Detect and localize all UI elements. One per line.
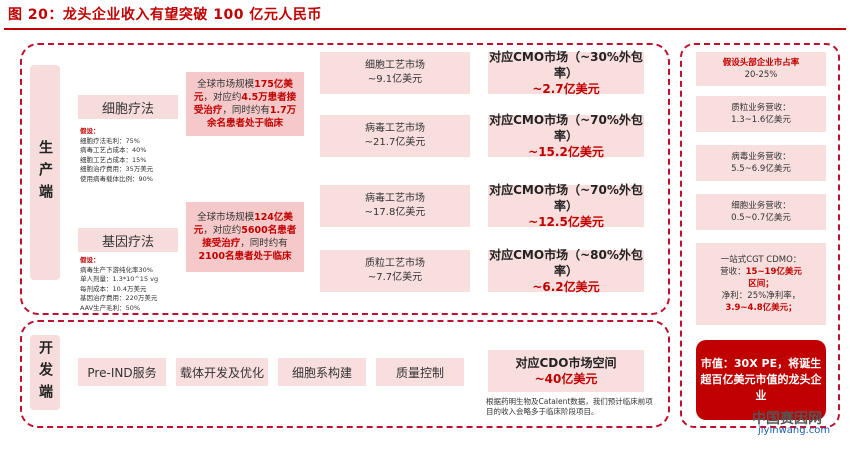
- scale-text: ，对应约: [203, 92, 242, 103]
- watermark-logo: 中国赛因网: [752, 411, 822, 427]
- market-name: 质粒工艺市场: [365, 258, 425, 269]
- scale-highlight: 5600名患者接受治疗: [202, 225, 297, 249]
- cell-therapy-label: 细胞疗法: [78, 95, 178, 119]
- cell-assumptions-heading: 假设：: [80, 127, 100, 135]
- cmo-box: 对应CMO市场（~70%外包率） ~15.2亿美元: [488, 113, 644, 159]
- gene-therapy-label: 基因疗法: [78, 228, 178, 252]
- cgt-line: 3.9~4.8亿美元；: [725, 303, 797, 313]
- cmo-value: ~12.5亿美元: [528, 215, 604, 229]
- dev-service-box: 载体开发及优化: [176, 358, 268, 386]
- dev-service-box: Pre-IND服务: [78, 358, 166, 386]
- cmo-name: 对应CMO市场（~30%外包率）: [489, 50, 643, 80]
- cgt-line: 一站式CGT CDMO：: [720, 255, 802, 265]
- market-name: 病毒工艺市场: [365, 193, 425, 204]
- market-value: ~7.7亿美元: [367, 272, 423, 283]
- revenue-label: 质粒业务营收：: [731, 103, 791, 113]
- scale-text: ，同时约有: [240, 238, 288, 249]
- revenue-column: [680, 43, 840, 428]
- scale-highlight: 175亿美元: [193, 79, 293, 103]
- market-cap-box: 市值：30X PE，将诞生超百亿美元市值的龙头企业: [696, 340, 826, 420]
- cell-revenue-box: 细胞业务营收： 0.5~0.7亿美元: [696, 194, 826, 230]
- share-line: 假设头部企业市占率: [722, 58, 800, 68]
- cell-assumption-line: 细胞疗法毛利：75%: [80, 136, 140, 145]
- cell-assumption-line: 病毒工艺占成本：40%: [80, 146, 147, 154]
- scale-text: ，同时约有: [222, 105, 270, 116]
- scale-highlight: 2100名患者处于临床: [198, 251, 292, 262]
- market-box: 病毒工艺市场 ~21.7亿美元: [320, 115, 470, 157]
- cell-assumption-line: 使用病毒载体比例：90%: [80, 174, 153, 183]
- cmo-value: ~15.2亿美元: [528, 145, 604, 159]
- virus-revenue-box: 病毒业务营收： 5.5~6.9亿美元: [696, 145, 826, 181]
- market-box: 细胞工艺市场 ~9.1亿美元: [320, 52, 470, 94]
- market-share-box: 假设头部企业市占率 20-25%: [696, 52, 826, 86]
- scale-text: 全球市场规模: [197, 79, 255, 90]
- scale-text: ，对应约: [203, 225, 242, 236]
- cgt-line: 区间；: [748, 279, 774, 289]
- scale-highlight: 4.5万患者接受治疗: [193, 92, 297, 116]
- market-value: ~9.1亿美元: [367, 74, 423, 85]
- market-value: ~17.8亿美元: [364, 207, 426, 218]
- gene-market-scale: 全球市场规模124亿美元，对应约5600名患者接受治疗，同时约有 2100名患者处…: [186, 202, 304, 272]
- revenue-label: 病毒业务营收：: [731, 152, 791, 162]
- cmo-box: 对应CMO市场（~30%外包率） ~2.7亿美元: [488, 50, 644, 96]
- cgt-label: 净利：: [721, 291, 748, 301]
- scale-text: 全球市场规模: [197, 212, 255, 223]
- gene-assumption-line: 单人剂量：1.3*10^15 vg: [80, 275, 159, 283]
- title-divider: [4, 28, 846, 30]
- cmo-value: ~2.7亿美元: [532, 82, 600, 96]
- market-value: ~21.7亿美元: [364, 137, 426, 148]
- market-box: 质粒工艺市场 ~7.7亿美元: [320, 250, 470, 292]
- cmo-name: 对应CMO市场（~70%外包率）: [489, 113, 643, 143]
- dev-service-box: 细胞系构建: [278, 358, 366, 386]
- cmo-name: 对应CMO市场（~70%外包率）: [489, 183, 643, 213]
- cell-market-scale: 全球市场规模175亿美元，对应约4.5万患者接受治疗，同时约有1.7万余名患者处…: [186, 72, 304, 136]
- share-line: 20-25%: [744, 70, 778, 80]
- gene-assumption-line: 每剂成本：10.4万美元: [80, 284, 147, 293]
- revenue-value: 1.3~1.6亿美元: [731, 115, 791, 125]
- production-section: [20, 43, 670, 315]
- cdo-note: 根据药明生物及Catalent数据，我们预计临床前项目的收入会略多于临床阶段项目…: [486, 397, 653, 416]
- cdo-value: ~40亿美元: [534, 372, 598, 386]
- cell-assumptions: 假设： 细胞疗法毛利：75% 病毒工艺占成本：40% 细胞工艺占成本：15% 细…: [80, 127, 190, 184]
- cdo-name: 对应CDO市场空间: [515, 356, 617, 370]
- dev-service-box: 质量控制: [376, 358, 464, 386]
- production-label: 生产端: [30, 65, 60, 280]
- cell-assumption-line: 细胞工艺占成本：15%: [80, 155, 147, 164]
- figure-title: 图 20：龙头企业收入有望突破 100 亿元人民币: [8, 7, 322, 23]
- cgt-text: 25%净利率，: [747, 291, 801, 301]
- scale-highlight: 124亿美元: [193, 212, 293, 236]
- plasmid-revenue-box: 质粒业务营收： 1.3~1.6亿美元: [696, 96, 826, 132]
- development-section: [20, 320, 670, 428]
- cgt-highlight: 15~19亿美元: [745, 267, 802, 277]
- cmo-box: 对应CMO市场（~80%外包率） ~6.2亿美元: [488, 248, 644, 294]
- cgt-cdmo-box: 一站式CGT CDMO： 营收：15~19亿美元 区间； 净利：25%净利率， …: [696, 243, 826, 325]
- gene-assumption-line: AAV生产毛利：50%: [80, 303, 141, 312]
- market-name: 病毒工艺市场: [365, 123, 425, 134]
- gene-assumption-line: 基因治疗费用：220万美元: [80, 294, 158, 302]
- revenue-label: 细胞业务营收：: [731, 201, 791, 211]
- gene-assumptions-heading: 假设：: [80, 256, 100, 264]
- market-name: 细胞工艺市场: [365, 60, 425, 71]
- development-label: 开发端: [30, 335, 60, 410]
- cmo-name: 对应CMO市场（~80%外包率）: [489, 248, 643, 278]
- cmo-value: ~6.2亿美元: [532, 280, 600, 294]
- cmo-box: 对应CMO市场（~70%外包率） ~12.5亿美元: [488, 183, 644, 229]
- revenue-value: 5.5~6.9亿美元: [731, 164, 791, 174]
- market-box: 病毒工艺市场 ~17.8亿美元: [320, 185, 470, 227]
- gene-assumption-line: 病毒生产下游纯化率30%: [80, 265, 153, 274]
- scale-highlight: 1.7万余名患者处于临床: [206, 105, 297, 129]
- cgt-label: 营收：: [720, 267, 746, 277]
- gene-assumptions: 假设： 病毒生产下游纯化率30% 单人剂量：1.3*10^15 vg 每剂成本：…: [80, 256, 190, 313]
- watermark-url: jiyinwang.com: [758, 425, 831, 436]
- cdo-box: 对应CDO市场空间 ~40亿美元: [488, 350, 644, 392]
- cell-assumption-line: 细胞治疗费用：35万美元: [80, 165, 154, 173]
- revenue-value: 0.5~0.7亿美元: [731, 213, 791, 223]
